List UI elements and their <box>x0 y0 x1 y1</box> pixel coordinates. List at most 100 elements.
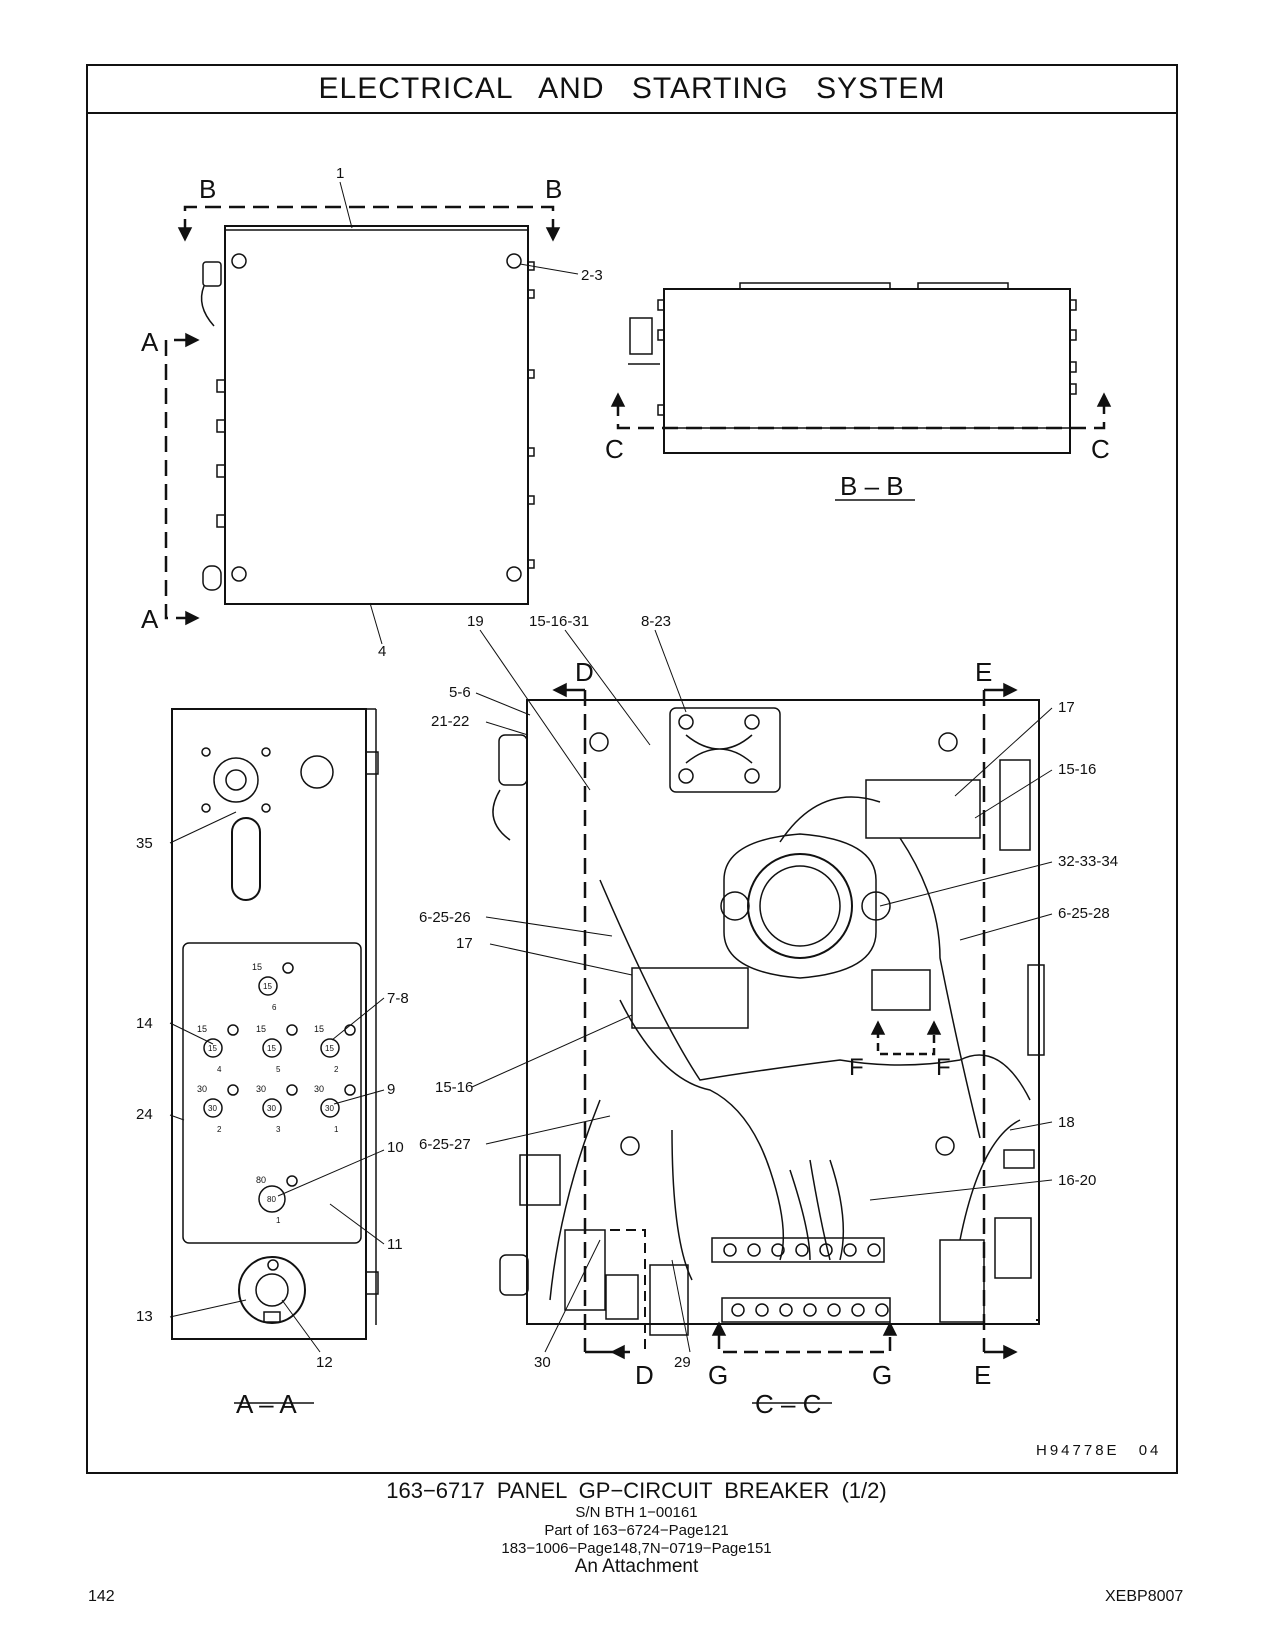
bb-view <box>610 282 1112 501</box>
page-number: 142 <box>88 1588 115 1605</box>
terminal-screw-icon <box>771 1243 785 1257</box>
leader-line <box>475 692 531 716</box>
breaker-rating: 30 <box>267 1104 276 1113</box>
mounting-screw-icon <box>286 1175 298 1187</box>
circuit-breaker <box>262 1098 282 1118</box>
breaker-circuit-number: 2 <box>334 1065 339 1074</box>
diagram-frame: ELECTRICAL AND STARTING SYSTEM <box>86 64 1178 1474</box>
section-mark-e-bottom: E <box>974 1360 991 1390</box>
breaker-rating: 30 <box>325 1104 334 1113</box>
section-mark-g-left: G <box>708 1360 728 1390</box>
leader-line <box>671 1259 691 1353</box>
leader-line <box>169 1299 247 1318</box>
leader-line <box>333 1089 385 1105</box>
breaker-rating-label: 30 <box>197 1084 207 1094</box>
leader-line <box>959 913 1053 941</box>
section-mark-c-left: C <box>605 434 624 464</box>
section-mark-e-top: E <box>975 657 992 687</box>
breaker-rating-label: 15 <box>197 1024 207 1034</box>
leader-line <box>169 1114 185 1121</box>
front-view <box>164 181 579 645</box>
callout-6-25-28: 6-25-28 <box>1058 905 1110 922</box>
section-mark-b-right: B <box>545 174 562 204</box>
callout-19: 19 <box>467 613 484 630</box>
section-mark-a-bottom: A <box>141 604 159 634</box>
leader-line <box>879 861 1053 907</box>
breaker-circuit-number: 1 <box>334 1125 339 1134</box>
section-mark-g-right: G <box>872 1360 892 1390</box>
mounting-screw-icon <box>344 1024 356 1036</box>
terminal-screw-icon <box>803 1303 817 1317</box>
terminal-screw-icon <box>755 1303 769 1317</box>
mounting-screw-icon <box>282 962 294 974</box>
terminal-screw-icon <box>779 1303 793 1317</box>
diagram-title: ELECTRICAL AND STARTING SYSTEM <box>88 66 1176 114</box>
leader-line <box>281 1299 321 1353</box>
breaker-rating-label: 30 <box>314 1084 324 1094</box>
callout-8-23: 8-23 <box>641 613 671 630</box>
breaker-rating: 80 <box>267 1195 276 1204</box>
mounting-screw-icon <box>344 1084 356 1096</box>
breaker-rating: 15 <box>267 1044 276 1053</box>
callout-21-22: 21-22 <box>431 713 469 730</box>
callout-15-16-right: 15-16 <box>1058 761 1096 778</box>
callout-35: 35 <box>136 835 153 852</box>
callout-15-16-31: 15-16-31 <box>529 613 589 630</box>
circuit-breaker <box>258 976 278 996</box>
leader-line <box>564 629 651 746</box>
leader-line <box>869 1179 1053 1201</box>
breaker-circuit-number: 1 <box>276 1216 281 1225</box>
leader-line <box>954 707 1053 797</box>
callout-leaders <box>169 629 1053 1353</box>
terminal-screw-icon <box>867 1243 881 1257</box>
callout-1: 1 <box>336 165 344 182</box>
breaker-rating-label: 15 <box>252 962 262 972</box>
leader-line <box>277 1149 385 1197</box>
breaker-rating-label: 15 <box>314 1024 324 1034</box>
circuit-breaker <box>262 1038 282 1058</box>
callout-13: 13 <box>136 1308 153 1325</box>
leader-line <box>331 997 385 1041</box>
caption-serial: S/N BTH 1−00161 <box>575 1504 698 1521</box>
callout-11: 11 <box>387 1236 403 1253</box>
callout-29: 29 <box>674 1354 691 1371</box>
terminal-screw-icon <box>843 1243 857 1257</box>
section-mark-c-right: C <box>1091 434 1110 464</box>
circuit-breaker <box>320 1098 340 1118</box>
section-mark-f-right: F <box>936 1054 951 1081</box>
caption-attachment: An Attachment <box>574 1556 699 1577</box>
callout-5-6: 5-6 <box>449 684 471 701</box>
leader-line <box>974 769 1053 819</box>
circuit-breaker <box>320 1038 340 1058</box>
callout-17-left: 17 <box>456 935 473 952</box>
view-label-aa: A – A <box>236 1389 297 1419</box>
callout-4: 4 <box>378 643 386 660</box>
caption-title: 163−6717 PANEL GP−CIRCUIT BREAKER (1/2) <box>386 1478 887 1503</box>
caption-refs: 183−1006−Page148,7N−0719−Page151 <box>501 1540 772 1557</box>
breaker-rating: 15 <box>263 982 272 991</box>
breaker-circuit-number: 5 <box>276 1065 281 1074</box>
terminal-screw-icon <box>723 1243 737 1257</box>
breaker-circuit-number: 4 <box>217 1065 222 1074</box>
breaker-rating: 30 <box>208 1104 217 1113</box>
breaker-rating-label: 30 <box>256 1084 266 1094</box>
terminal-screw-icon <box>851 1303 865 1317</box>
section-mark-f-left: F <box>849 1054 864 1081</box>
terminal-screw-icon <box>731 1303 745 1317</box>
mounting-screw-icon <box>286 1084 298 1096</box>
callout-6-25-27: 6-25-27 <box>419 1136 471 1153</box>
circuit-breaker <box>203 1038 223 1058</box>
terminal-screw-icon <box>795 1243 809 1257</box>
breaker-rating: 15 <box>325 1044 334 1053</box>
circuit-breaker <box>203 1098 223 1118</box>
callout-30: 30 <box>534 1354 551 1371</box>
leader-line <box>485 916 613 937</box>
cc-view <box>492 682 1045 1404</box>
breaker-rating-label: 15 <box>256 1024 266 1034</box>
leader-line <box>485 721 529 736</box>
circuit-breaker <box>258 1185 286 1213</box>
mounting-screw-icon <box>227 1024 239 1036</box>
leader-line <box>1009 1121 1053 1131</box>
